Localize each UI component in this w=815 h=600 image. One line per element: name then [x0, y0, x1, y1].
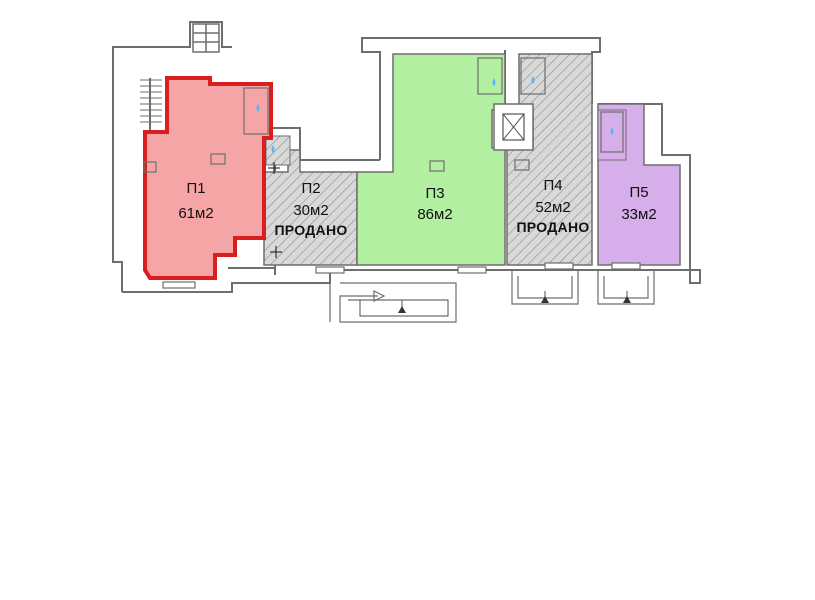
- unit-p4-name: П4: [543, 177, 562, 194]
- unit-p4-status: ПРОДАНО: [516, 219, 589, 235]
- unit-p1-area[interactable]: [143, 76, 273, 280]
- entrance-porches: [329, 270, 655, 323]
- interior-fixtures: [143, 57, 624, 173]
- door-marks: [268, 162, 282, 258]
- ventilation-shaft: [192, 23, 220, 53]
- unit-p3-area-value: 86м2: [417, 206, 452, 223]
- unit-p5-area-value: 33м2: [621, 206, 656, 223]
- unit-p1-name: П1: [186, 180, 205, 197]
- unit-p2-status: ПРОДАНО: [274, 222, 347, 238]
- unit-p1-area-value: 61м2: [178, 205, 213, 222]
- elevator-shaft-icon: [493, 103, 534, 151]
- entrance-arrow-icon: [398, 296, 631, 313]
- water-drop-icon: [256, 76, 614, 153]
- unit-p4-area-value: 52м2: [535, 199, 570, 216]
- unit-p2-annex: [265, 135, 291, 166]
- unit-p3-name: П3: [425, 185, 444, 202]
- unit-p2-area-value: 30м2: [293, 202, 328, 219]
- windows: [162, 262, 641, 289]
- stairs-icon: [140, 79, 162, 123]
- unit-p5-name: П5: [629, 184, 648, 201]
- unit-p2-name: П2: [301, 180, 320, 197]
